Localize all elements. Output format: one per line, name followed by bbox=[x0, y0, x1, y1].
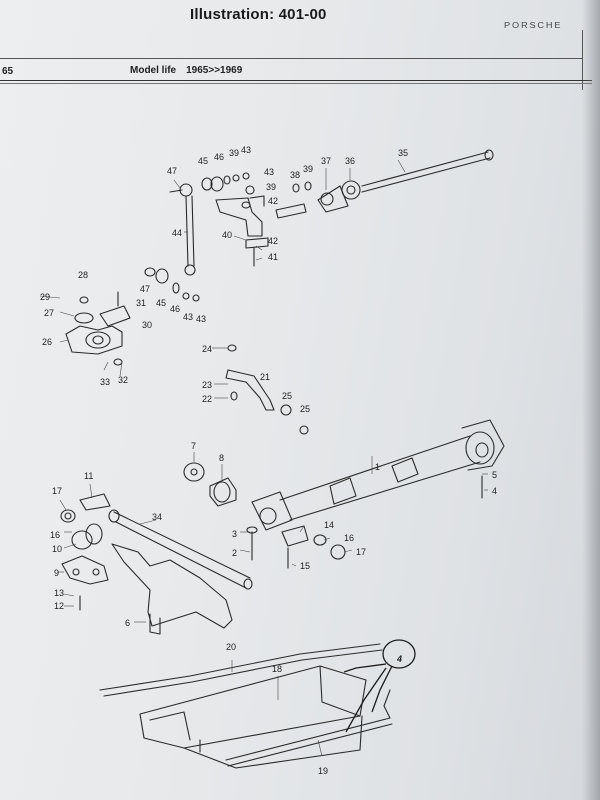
callout: 14 bbox=[324, 520, 334, 530]
callout: 6 bbox=[125, 618, 130, 628]
header-rule bbox=[0, 58, 582, 59]
link-rod-part bbox=[144, 195, 200, 302]
callout: 24 bbox=[202, 344, 212, 354]
callout: 38 bbox=[290, 170, 300, 180]
callout: 9 bbox=[54, 568, 59, 578]
callout: 13 bbox=[54, 588, 64, 598]
callout: 40 bbox=[222, 230, 232, 240]
callout: 11 bbox=[84, 471, 93, 481]
callout: 21 bbox=[260, 372, 270, 382]
shift-rod-part bbox=[317, 149, 494, 213]
trailing-arm-part bbox=[108, 509, 253, 635]
cover-plate-part bbox=[99, 643, 393, 769]
callout: 39 bbox=[303, 164, 313, 174]
callout: 47 bbox=[140, 284, 150, 294]
model-life-years: 1965>>1969 bbox=[186, 65, 243, 76]
callout: 2 bbox=[232, 548, 237, 558]
callout: 23 bbox=[202, 380, 212, 390]
callout: 43 bbox=[196, 314, 206, 324]
porsche-logo: PORSCHE bbox=[504, 21, 563, 30]
callout: 46 bbox=[214, 152, 224, 162]
callout: 28 bbox=[78, 270, 88, 280]
model-life-label: Model life bbox=[130, 65, 177, 76]
callout: 12 bbox=[54, 601, 64, 611]
callout: 18 bbox=[272, 664, 282, 674]
page-number: 65 bbox=[2, 66, 14, 77]
callout: 29 bbox=[40, 292, 50, 302]
handwritten-note-text: 4 bbox=[396, 654, 402, 664]
callout: 4 bbox=[492, 486, 497, 496]
callout: 16 bbox=[50, 530, 60, 540]
callout: 47 bbox=[167, 166, 177, 176]
lever-part bbox=[225, 344, 309, 435]
callout: 8 bbox=[219, 453, 224, 463]
header-bottom-rule bbox=[0, 80, 592, 81]
callout: 31 bbox=[136, 298, 146, 308]
callout: 25 bbox=[282, 391, 292, 401]
callout: 30 bbox=[142, 320, 152, 330]
callout: 33 bbox=[100, 377, 110, 387]
callout: 37 bbox=[321, 156, 331, 166]
callout: 43 bbox=[264, 167, 274, 177]
callout: 39 bbox=[266, 182, 276, 192]
callout: 46 bbox=[170, 304, 180, 314]
callout: 42 bbox=[268, 196, 278, 206]
callout: 25 bbox=[300, 404, 310, 414]
callout: 44 bbox=[172, 228, 182, 238]
callout: 43 bbox=[183, 312, 193, 322]
torsion-tube-part bbox=[251, 419, 505, 547]
bracket-part bbox=[215, 195, 307, 267]
callout: 26 bbox=[42, 337, 52, 347]
callout: 34 bbox=[152, 512, 162, 522]
callout: 3 bbox=[232, 529, 237, 539]
screen-edge-shadow bbox=[582, 0, 600, 800]
callout: 42 bbox=[268, 236, 278, 246]
page-title: Illustration: 401-00 bbox=[190, 6, 327, 23]
callout: 20 bbox=[226, 642, 236, 652]
callout: 43 bbox=[241, 145, 251, 155]
callout: 45 bbox=[198, 156, 208, 166]
callout: 45 bbox=[156, 298, 166, 308]
callout: 41 bbox=[268, 252, 278, 262]
callout: 7 bbox=[191, 441, 196, 451]
callout: 36 bbox=[345, 156, 355, 166]
callout: 15 bbox=[300, 561, 310, 571]
callout: 19 bbox=[318, 766, 328, 776]
callout: 5 bbox=[492, 470, 497, 480]
spring-plate-part bbox=[60, 493, 111, 611]
handwritten-note bbox=[343, 639, 416, 733]
engine-mount-part bbox=[65, 291, 131, 366]
callout: 16 bbox=[344, 533, 354, 543]
callout: 27 bbox=[44, 308, 54, 318]
callout: 39 bbox=[229, 148, 239, 158]
callout: 17 bbox=[52, 486, 62, 496]
model-life: Model life 1965>>1969 bbox=[130, 65, 242, 76]
callout: 22 bbox=[202, 394, 212, 404]
callout-labels: 1 2 3 4 5 6 7 8 9 10 11 12 13 14 15 16 1… bbox=[40, 145, 497, 776]
header-bottom-rule-2 bbox=[0, 83, 592, 84]
leader-lines bbox=[39, 159, 488, 757]
callout: 10 bbox=[52, 544, 62, 554]
callout: 1 bbox=[375, 462, 380, 472]
callout: 32 bbox=[118, 375, 128, 385]
bushing-part bbox=[183, 462, 237, 507]
rubber-bushing-part bbox=[246, 526, 346, 569]
callout: 35 bbox=[398, 148, 408, 158]
callout: 17 bbox=[356, 547, 366, 557]
